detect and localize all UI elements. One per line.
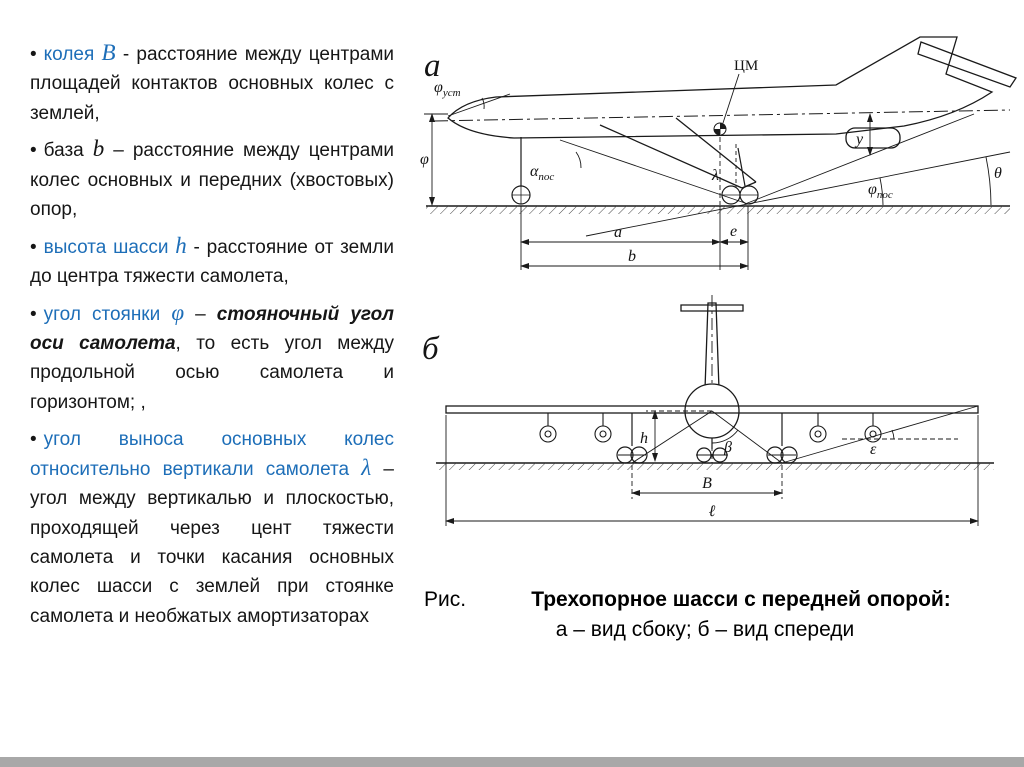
definition-ugol-vynosa-text: – угол между вертикалью и плоскостью, пр… (30, 458, 394, 627)
front-view-diagram: б h β ε В ℓ (422, 295, 994, 526)
front-view-ground (436, 462, 994, 470)
side-view-diagram: а φуст φ ЦМ αпос λ у φпос θ а е b (420, 36, 1017, 270)
center-of-mass-label: ЦМ (734, 58, 758, 74)
figure-caption: Рис. Трехопорное шасси с передней опорой… (424, 586, 986, 645)
definition-koleya-text: - расстояние между центрами площадей кон… (30, 44, 395, 124)
side-view-landing-gear (511, 137, 759, 205)
phi-ust-label: φуст (434, 79, 461, 99)
wing-side (599, 117, 757, 189)
tailplane-front (680, 304, 744, 312)
beta-line-right (711, 410, 783, 464)
symbol-h: h (175, 232, 187, 258)
phi-pos-label: φпос (868, 181, 893, 201)
footer-bar (0, 757, 1024, 767)
side-view-label: а (424, 48, 441, 84)
span-dim-label: ℓ (709, 503, 716, 520)
beta-line-left (631, 410, 713, 464)
symbol-b: b (92, 136, 105, 162)
definition-koleya: • колея В - расстояние между центрами пло… (30, 40, 394, 128)
side-view-annotations (424, 93, 1011, 270)
bullet-marker: • (30, 140, 37, 162)
dash: – (184, 303, 217, 325)
term-ugol-stoyanki: угол стоянки (43, 303, 172, 325)
symbol-phi: φ (171, 299, 185, 325)
term-koleya: колея (43, 44, 102, 65)
definition-ugol-stoyanki: • угол стоянки φ – стояночный угол оси са… (30, 300, 394, 418)
definition-vysota: • высота шасси h - расстояние от земли до… (30, 233, 394, 292)
phi-pos-sub: пос (877, 189, 893, 201)
symbol-B: В (101, 40, 116, 65)
theta-label: θ (994, 165, 1002, 182)
definition-baza: • база b – расстояние между центрами коле… (30, 136, 394, 224)
engine-pod (845, 127, 901, 149)
bullet-marker: • (30, 44, 37, 65)
symbol-lambda: λ (361, 454, 372, 480)
alpha-pos-label: αпос (530, 163, 554, 183)
term-ugol-vynosa: угол выноса основных колес относительно … (30, 429, 394, 480)
dim-e-label: е (730, 223, 737, 240)
phi-label: φ (420, 151, 429, 168)
setting-angle-line (447, 93, 511, 117)
alpha-pos-sub: пос (538, 171, 554, 183)
fuselage-axis-line (433, 109, 1011, 122)
engines (539, 413, 882, 443)
center-of-mass-symbol (713, 73, 740, 136)
side-view-aircraft (433, 36, 1017, 189)
alpha-pos-base: α (530, 163, 539, 180)
beta-label: β (723, 439, 732, 456)
definition-ugol-emphasis: стояночный угол оси самолета (30, 303, 395, 354)
y-label: у (854, 131, 864, 148)
caption-subtitle: а – вид сбоку; б – вид спереди (555, 618, 855, 642)
fuselage-outline (447, 36, 994, 139)
dim-b-label: b (628, 248, 636, 265)
phi-pos-base: φ (868, 181, 877, 198)
bullet-marker: • (30, 303, 37, 325)
caption-title: Трехопорное шасси с передней опорой: (531, 588, 951, 611)
bullet-marker: • (30, 429, 37, 451)
phi-ust-sub: уст (442, 87, 461, 99)
epsilon-line (781, 405, 979, 464)
caption-line1: Рис. Трехопорное шасси с передней опорой… (424, 586, 986, 614)
wing-front (445, 405, 979, 414)
definition-baza-text: – расстояние между центрами колес основн… (30, 140, 395, 221)
h-label: h (640, 430, 648, 447)
front-view-label: б (422, 331, 440, 367)
lambda-label: λ (711, 167, 719, 184)
caption-prefix: Рис. (424, 588, 467, 611)
tail-clearance-line (585, 151, 1011, 237)
alpha-landing-line (559, 139, 746, 204)
track-dim-label: В (702, 475, 712, 492)
vertical-fin (704, 302, 720, 390)
bullet-marker: • (30, 236, 37, 258)
front-view-aircraft (445, 295, 979, 443)
term-baza: база (43, 140, 93, 162)
front-view-landing-gear (616, 413, 798, 464)
definition-ugol-text: , то есть угол между продольной осью сам… (30, 332, 394, 413)
epsilon-label: ε (870, 441, 877, 458)
definition-vysota-text: - расстояние от земли до центра тяжести … (30, 236, 394, 288)
dim-a-label: а (614, 224, 622, 241)
term-vysota: высота шасси (43, 236, 176, 258)
phi-ust-base: φ (434, 79, 443, 96)
front-view-annotations (445, 405, 979, 526)
definitions-list: • колея В - расстояние между центрами пло… (30, 40, 394, 639)
tail-tangent-line (744, 113, 975, 205)
definition-ugol-vynosa: •угол выноса основных колес относительно… (30, 425, 394, 631)
tailplane (917, 41, 1017, 88)
